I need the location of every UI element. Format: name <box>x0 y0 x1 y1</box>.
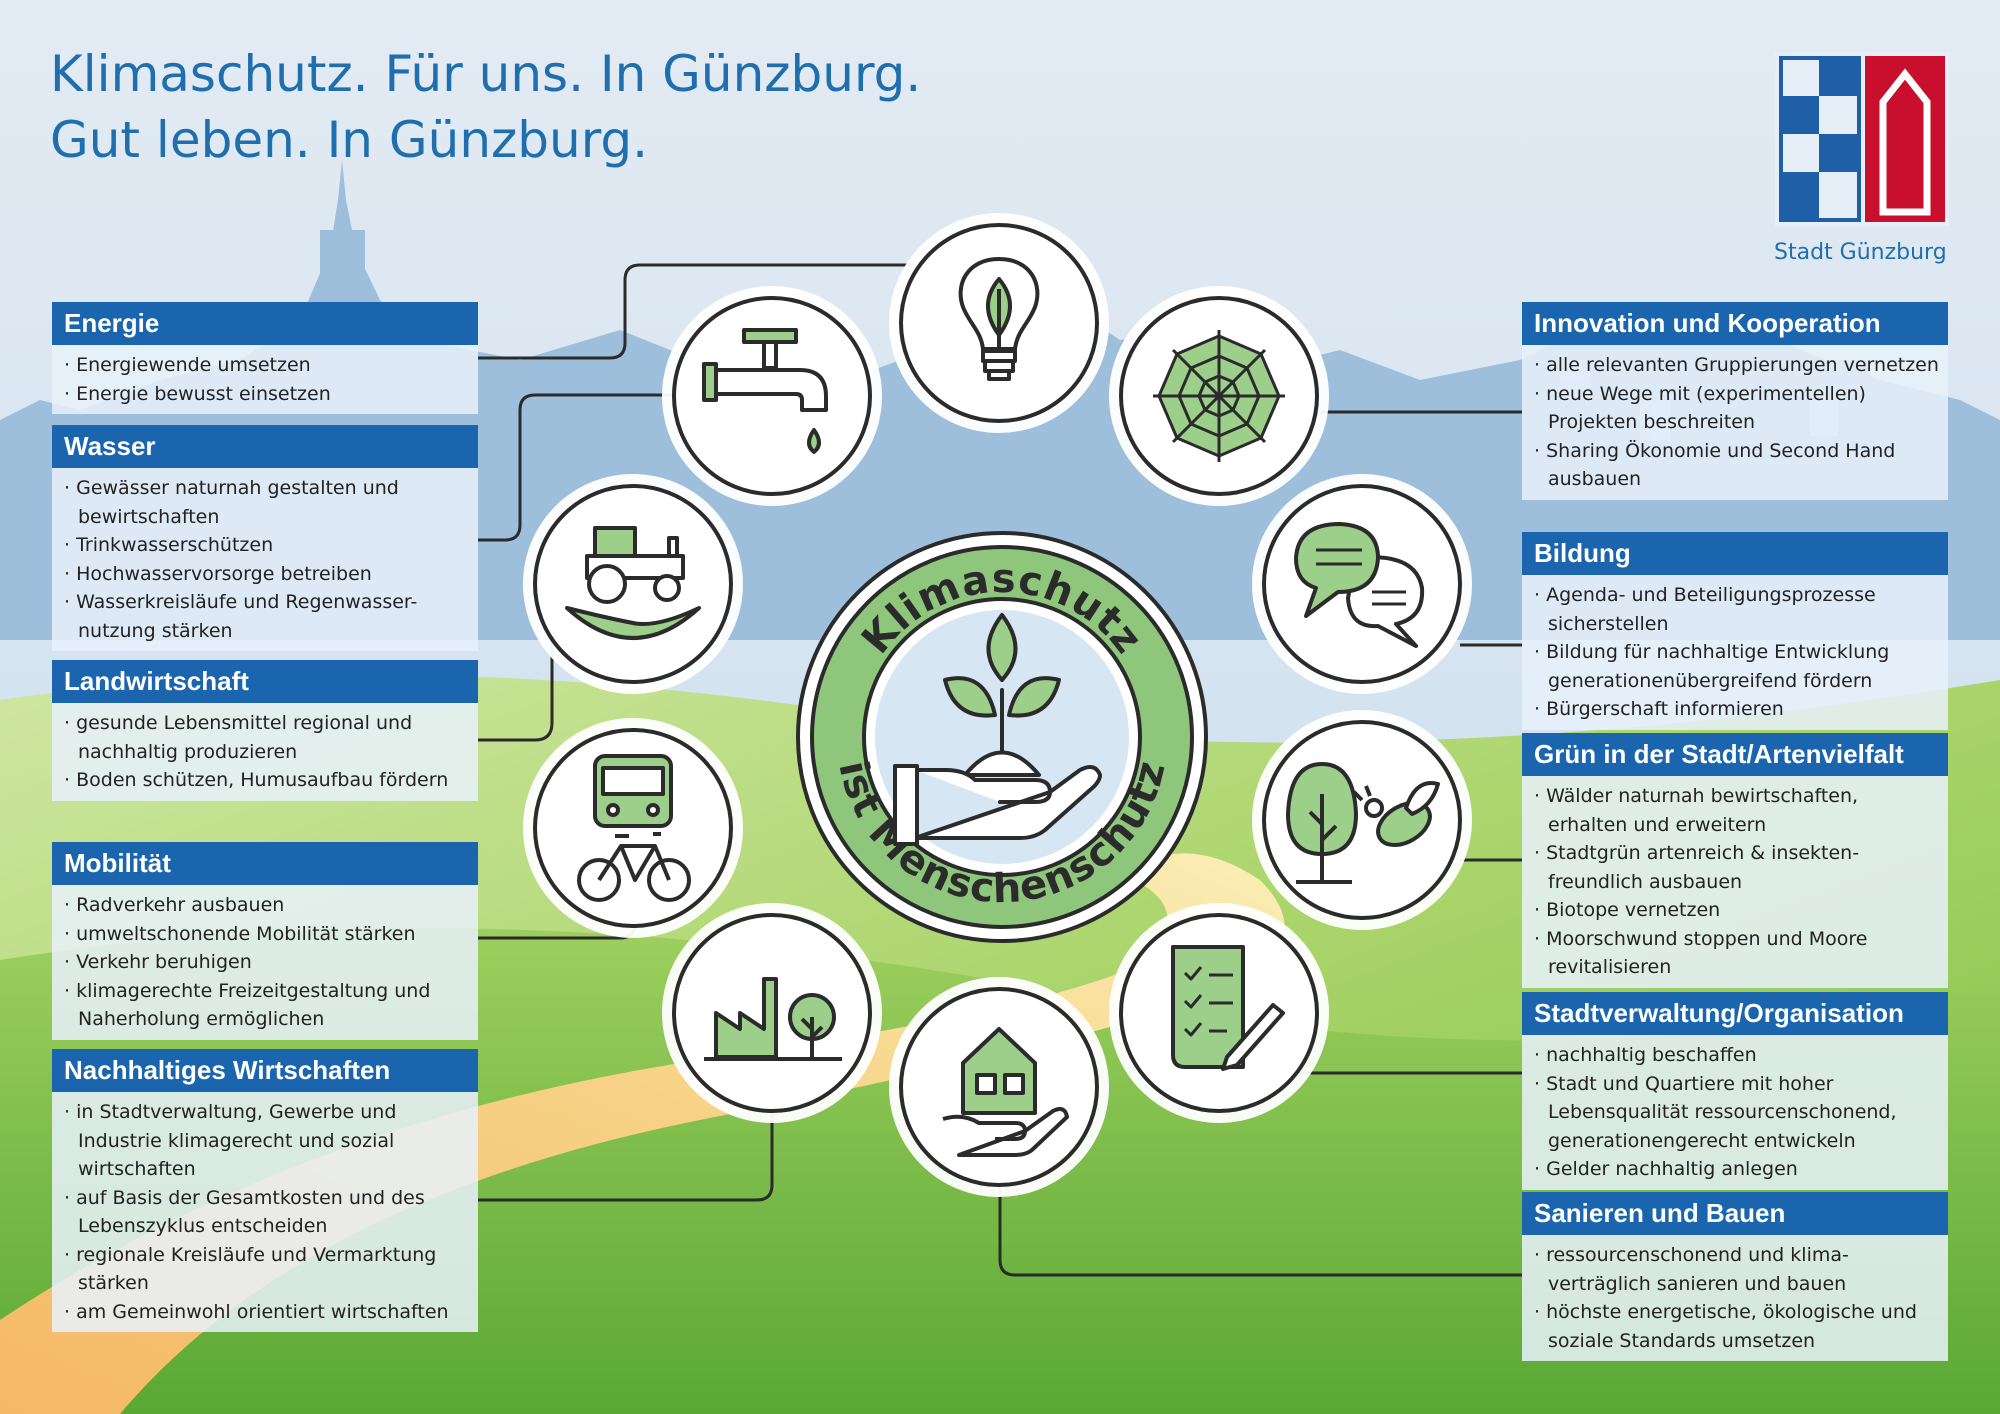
headline-line-2: Gut leben. In Günzburg. <box>50 111 648 169</box>
bus-bicycle-icon <box>577 754 691 902</box>
tractor-icon <box>565 526 701 640</box>
list-item: Bildung für nachhaltige Entwicklung gene… <box>1534 638 1940 695</box>
circle-stadtverwaltung <box>1119 913 1319 1113</box>
factory-tree-icon <box>704 977 842 1061</box>
box-title: Sanieren und Bauen <box>1522 1192 1948 1235</box>
list-item: klimagerechte Freizeitgestaltung und Nah… <box>64 977 470 1034</box>
circle-landwirtschaft <box>533 484 733 684</box>
headline-line-1: Klimaschutz. Für uns. In Günzburg. <box>50 45 922 103</box>
tree-bee-icon <box>1286 762 1440 884</box>
box-innovation: Innovation und Kooperation alle relevant… <box>1522 302 1948 500</box>
list-item: Wasserkreisläufe und Regenwasser-nutzung… <box>64 588 470 645</box>
box-nachhaltiges-wirtschaften: Nachhaltiges Wirtschaften in Stadtverwal… <box>52 1049 478 1332</box>
circle-gruen <box>1262 720 1462 920</box>
list-item: Wälder naturnah bewirtschaften, erhalten… <box>1534 782 1940 839</box>
list-item: Verkehr beruhigen <box>64 948 470 977</box>
list-item: Energiewende umsetzen <box>64 351 470 380</box>
list-item: in Stadtverwaltung, Gewerbe und Industri… <box>64 1098 470 1184</box>
list-item: umweltschonende Mobilität stärken <box>64 920 470 949</box>
list-item: nachhaltig beschaffen <box>1534 1041 1940 1070</box>
circle-innovation <box>1119 296 1319 496</box>
checklist-pen-icon <box>1171 945 1285 1071</box>
list-item: Sharing Ökonomie und Second Hand ausbaue… <box>1534 437 1940 494</box>
box-title: Innovation und Kooperation <box>1522 302 1948 345</box>
box-landwirtschaft: Landwirtschaft gesunde Lebensmittel regi… <box>52 660 478 801</box>
list-item: neue Wege mit (experimentellen) Projekte… <box>1534 380 1940 437</box>
list-item: Gelder nachhaltig anlegen <box>1534 1155 1940 1184</box>
box-gruen-artenvielfalt: Grün in der Stadt/Artenvielfalt Wälder n… <box>1522 733 1948 988</box>
list-item: regionale Kreisläufe und Vermarktung stä… <box>64 1241 470 1298</box>
box-energie: Energie Energiewende umsetzen Energie be… <box>52 302 478 414</box>
central-ring: Klimaschutz ist Menschenschutz <box>795 530 1210 945</box>
box-title: Energie <box>52 302 478 345</box>
box-bildung: Bildung Agenda- und Beteiligungsprozesse… <box>1522 532 1948 730</box>
list-item: Bürgerschaft informieren <box>1534 695 1940 724</box>
box-title: Bildung <box>1522 532 1948 575</box>
circle-mobilitaet <box>533 728 733 928</box>
box-title: Nachhaltiges Wirtschaften <box>52 1049 478 1092</box>
list-item: Energie bewusst einsetzen <box>64 380 470 409</box>
box-mobilitaet: Mobilität Radverkehr ausbauen umweltscho… <box>52 842 478 1040</box>
box-stadtverwaltung: Stadtverwaltung/Organisation nachhaltig … <box>1522 992 1948 1190</box>
list-item: Stadtgrün artenreich & insekten-freundli… <box>1534 839 1940 896</box>
list-item: Moorschwund stoppen und Moore revitalisi… <box>1534 925 1940 982</box>
list-item: Stadt und Quartiere mit hoher Lebensqual… <box>1534 1070 1940 1156</box>
list-item: Biotope vernetzen <box>1534 896 1940 925</box>
list-item: Trinkwasserschützen <box>64 531 470 560</box>
logo-caption: Stadt Günzburg <box>1774 240 1947 265</box>
spider-web-icon <box>1153 330 1285 462</box>
lightbulb-icon <box>958 257 1040 381</box>
hand-plant-icon <box>893 613 1102 846</box>
list-item: auf Basis der Gesamtkosten und des Leben… <box>64 1184 470 1241</box>
list-item: ressourcenschonend und klima-verträglich… <box>1534 1241 1940 1298</box>
box-title: Landwirtschaft <box>52 660 478 703</box>
circle-sanieren <box>899 987 1099 1187</box>
list-item: Radverkehr ausbauen <box>64 891 470 920</box>
box-title: Mobilität <box>52 842 478 885</box>
list-item: Agenda- und Beteiligungsprozesse sichers… <box>1534 581 1940 638</box>
circle-wasser <box>672 296 872 496</box>
speech-bubbles-icon <box>1294 522 1425 648</box>
list-item: alle relevanten Gruppierungen vernetzen <box>1534 351 1940 380</box>
box-title: Stadtverwaltung/Organisation <box>1522 992 1948 1035</box>
circle-energie <box>899 223 1099 423</box>
circle-bildung <box>1262 484 1462 684</box>
city-logo <box>1775 52 1949 226</box>
box-wasser: Wasser Gewässer naturnah gestalten und b… <box>52 425 478 651</box>
box-sanieren-bauen: Sanieren und Bauen ressourcenschonend un… <box>1522 1192 1948 1361</box>
list-item: am Gemeinwohl orientiert wirtschaften <box>64 1298 470 1327</box>
list-item: höchste energetische, ökologische und so… <box>1534 1298 1940 1355</box>
water-tap-icon <box>702 328 828 454</box>
circle-wirtschaften <box>672 913 872 1113</box>
box-title: Grün in der Stadt/Artenvielfalt <box>1522 733 1948 776</box>
house-hand-icon <box>942 1027 1069 1157</box>
list-item: Gewässer naturnah gestalten und bewirtsc… <box>64 474 470 531</box>
box-title: Wasser <box>52 425 478 468</box>
list-item: Boden schützen, Humusaufbau fördern <box>64 766 470 795</box>
list-item: Hochwasservorsorge betreiben <box>64 560 470 589</box>
list-item: gesunde Lebensmittel regional und nachha… <box>64 709 470 766</box>
